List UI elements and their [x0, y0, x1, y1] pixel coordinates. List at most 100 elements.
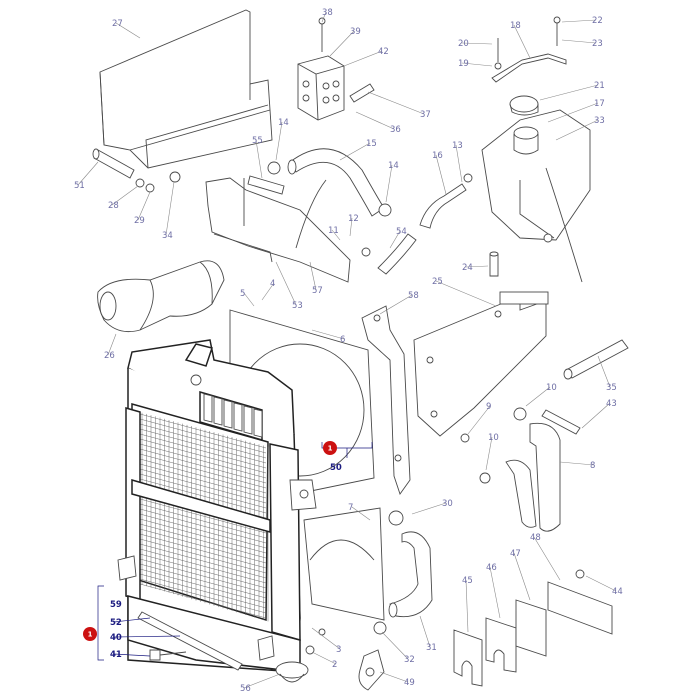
bracket-27 — [99, 9, 273, 169]
air-duct-26 — [97, 260, 225, 333]
callout-11: 11 — [328, 226, 339, 236]
bolts-2-3 — [305, 628, 326, 655]
callout-33: 33 — [594, 116, 605, 126]
hose-8 — [505, 422, 561, 532]
leader-line-7 — [351, 506, 371, 521]
bracket-58 — [361, 305, 411, 495]
leader-line-51 — [77, 161, 99, 186]
sensor-49 — [358, 649, 385, 691]
leader-line-8 — [559, 461, 595, 466]
core-line — [139, 558, 267, 594]
leader-line-57 — [309, 261, 317, 291]
bolt-44 — [575, 569, 585, 579]
leader-line-33 — [555, 119, 599, 141]
callout-14a: 14 — [278, 118, 289, 128]
core-line — [139, 468, 267, 504]
leader-line-29 — [137, 191, 151, 221]
callout-23: 23 — [592, 39, 603, 49]
leader-line-30 — [411, 502, 447, 515]
badge-1-lower-label: 1 — [88, 631, 93, 639]
core-line — [139, 428, 267, 464]
callout-59: 59 — [110, 600, 122, 610]
top-fin — [223, 399, 233, 429]
expansion-tank — [481, 95, 591, 283]
core-line — [139, 563, 267, 599]
valve-block — [297, 17, 375, 121]
leader-line-11 — [331, 229, 341, 241]
gasket-46 — [485, 617, 517, 673]
callout-5: 5 — [240, 289, 245, 299]
callout-22: 22 — [592, 16, 603, 26]
leader-line-2 — [311, 651, 337, 665]
leader-line-9 — [467, 405, 491, 435]
badge-1-upper-label: 1 — [328, 445, 333, 453]
core-line — [139, 583, 267, 619]
leader-line-25 — [435, 280, 497, 307]
leader-line-32 — [381, 631, 409, 660]
core-line — [139, 548, 267, 584]
sleeve-24 — [489, 251, 499, 277]
bracket-59-41 — [97, 585, 104, 661]
callout-13: 13 — [452, 141, 463, 151]
core-line — [139, 568, 267, 604]
leader-line-46 — [489, 566, 501, 619]
leader-line-10a — [525, 386, 551, 407]
gasket-48 — [547, 581, 613, 635]
bracket-57 — [205, 175, 351, 283]
clamps-14 — [267, 161, 473, 217]
leader-line-41 — [113, 653, 151, 657]
core-line — [139, 508, 267, 544]
callout-57: 57 — [312, 286, 323, 296]
leader-line-35 — [597, 355, 611, 388]
pipe-51 — [92, 148, 135, 179]
leader-line-54 — [389, 230, 401, 249]
callout-26: 26 — [104, 351, 115, 361]
callout-37: 37 — [420, 110, 431, 120]
bracket-18 — [491, 16, 567, 83]
hose-15 — [287, 148, 385, 217]
callout-6: 6 — [340, 335, 345, 345]
callout-31: 31 — [426, 643, 437, 653]
leader-line-14b — [385, 164, 393, 203]
core-line — [139, 553, 267, 589]
callout-40: 40 — [110, 633, 122, 643]
callout-21: 21 — [594, 81, 605, 91]
leader-line-5 — [243, 292, 255, 307]
core-line — [139, 573, 267, 609]
callout-14b: 14 — [388, 161, 399, 171]
cap-56 — [275, 661, 309, 683]
gasket-47 — [515, 599, 547, 657]
callout-8: 8 — [590, 461, 595, 471]
callout-16: 16 — [432, 151, 443, 161]
core-line — [139, 438, 267, 474]
callout-29: 29 — [134, 216, 145, 226]
leader-line-10b — [485, 436, 493, 471]
leader-line-3 — [311, 627, 341, 650]
callout-28: 28 — [108, 201, 119, 211]
callout-20: 20 — [458, 39, 469, 49]
core-line — [139, 523, 267, 559]
callout-36: 36 — [390, 125, 401, 135]
callout-56: 56 — [240, 684, 251, 694]
callout-50: 50 — [330, 463, 342, 473]
leader-line-43 — [581, 402, 611, 429]
leader-line-45 — [465, 579, 469, 633]
top-fin — [213, 396, 223, 426]
leader-line-16 — [435, 154, 447, 195]
gasket-45 — [453, 629, 483, 687]
leader-line-21 — [539, 84, 599, 101]
core-line — [139, 513, 267, 549]
leader-line-52 — [113, 617, 151, 623]
leader-line-6 — [311, 329, 345, 340]
leader-line-24 — [465, 265, 489, 268]
core-line — [139, 543, 267, 579]
callout-51: 51 — [74, 181, 85, 191]
core-line — [139, 433, 267, 469]
leader-line-39 — [329, 30, 355, 57]
clamps-10 — [460, 407, 527, 484]
core-line — [139, 473, 267, 509]
core-line — [139, 423, 267, 459]
leader-line-13 — [455, 144, 463, 183]
callout-46: 46 — [486, 563, 497, 573]
